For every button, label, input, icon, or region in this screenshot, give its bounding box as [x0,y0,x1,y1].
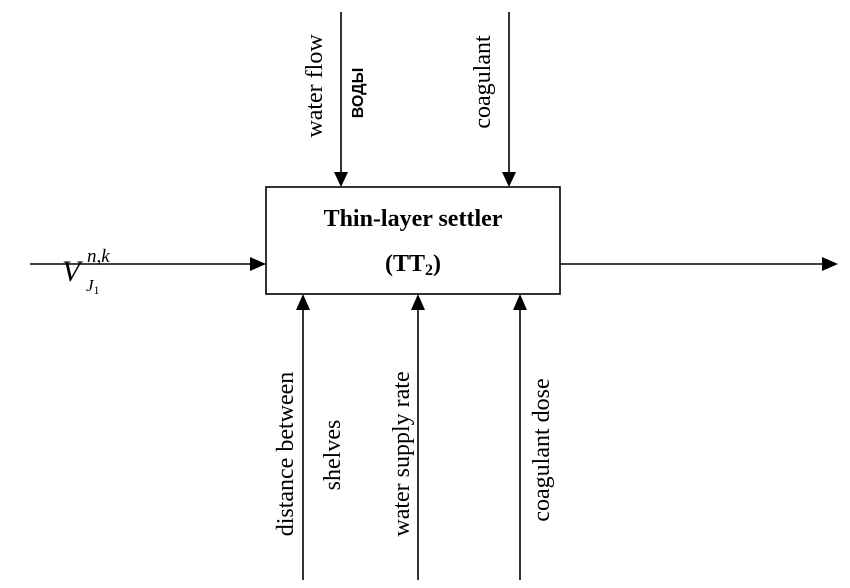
block-code-open: (TT [385,251,425,277]
water-supply-arrow-head [411,294,425,310]
input-variable: V [62,255,84,288]
block-title: Thin-layer settler [324,206,503,232]
input-variable-symbol: V [62,255,84,288]
coagulant-dose-label: coagulant dose [529,378,555,521]
distance-label-line1: distance between [273,372,299,537]
settler-block [265,186,561,295]
water-flow-extra-label: ВОДЫ [350,68,367,118]
output-arrow-head [822,257,838,271]
block-code: (TT2) [385,251,441,279]
input-variable-subscript-index: 1 [94,283,100,297]
input-variable-subscript: J1 [86,276,100,297]
distance-label-line2: shelves [320,420,346,491]
coagulant-arrow-head [502,172,516,187]
distance-arrow-head [296,294,310,310]
coagulant-label: coagulant [470,35,496,129]
water-supply-rate-label: water supply rate [389,371,415,536]
block-code-subscript: 2 [425,262,433,279]
water-flow-arrow-head [334,172,348,187]
water-flow-label: water flow [302,34,328,138]
input-variable-subscript-letter: J [86,276,95,295]
input-variable-superscript: n,k [87,246,110,267]
input-arrow-head [250,257,266,271]
coagulant-dose-arrow-head [513,294,527,310]
block-code-close: ) [433,251,441,277]
